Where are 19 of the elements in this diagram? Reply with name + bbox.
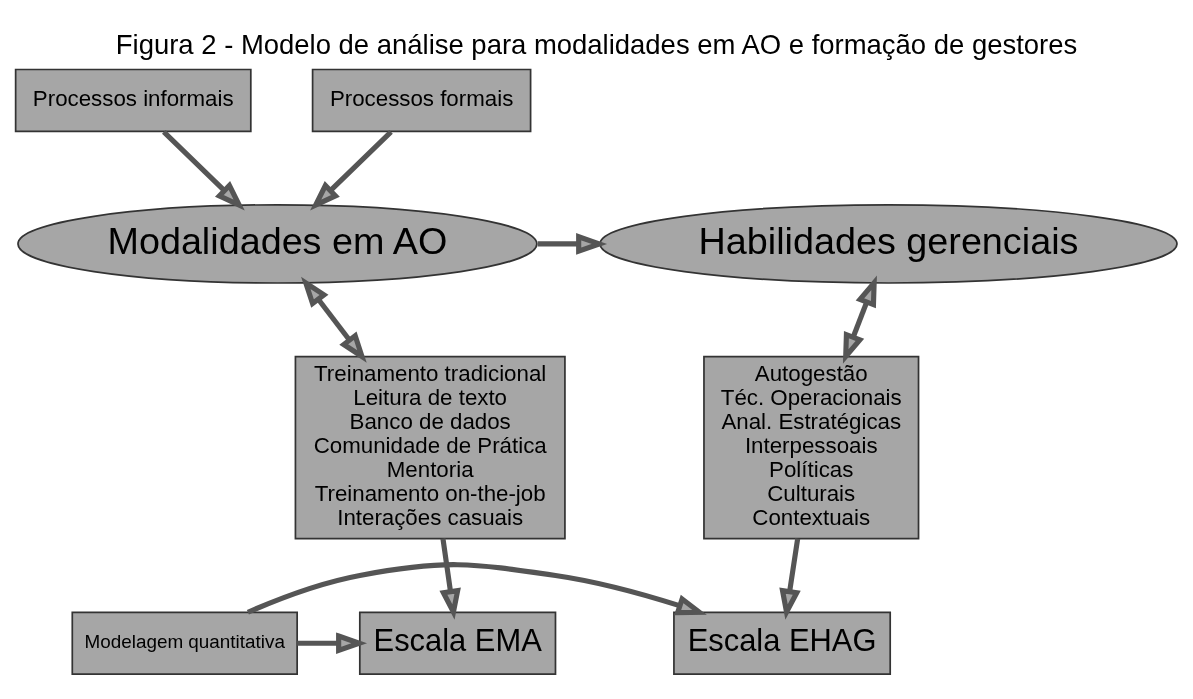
node-box: Escala EMA: [358, 611, 557, 675]
diagram-title: Figura 2 - Modelo de análise para modalidades em AO e formação de gestores: [115, 28, 1078, 60]
node-box: Escala EHAG: [673, 611, 892, 675]
arrow: [439, 538, 461, 620]
node-box: Autogestão Téc. Operacionais Anal. Estratégicas Interpessoais Políticas Culturais Contextuais: [703, 355, 920, 540]
arrow: [779, 538, 801, 620]
node-ellipse: Modalidades em AO: [17, 204, 538, 284]
arrow: [842, 275, 877, 364]
node-box: Processos informais: [14, 68, 252, 133]
arrow: [297, 632, 368, 655]
node-box: Treinamento tradicional Leitura de texto Banco de dados Comunidade de Prática Mentoria Treinamento on-the-job Interações casuais: [294, 355, 566, 540]
arrow: [162, 129, 245, 211]
node-box: Modelagem quantitativa: [71, 611, 298, 675]
arrow: [537, 233, 608, 255]
arrow: [310, 129, 393, 211]
node-box: Processos formais: [311, 68, 532, 133]
arrow: [301, 276, 367, 363]
node-ellipse: Habilidades gerenciais: [599, 204, 1178, 284]
arrow: [246, 562, 707, 616]
